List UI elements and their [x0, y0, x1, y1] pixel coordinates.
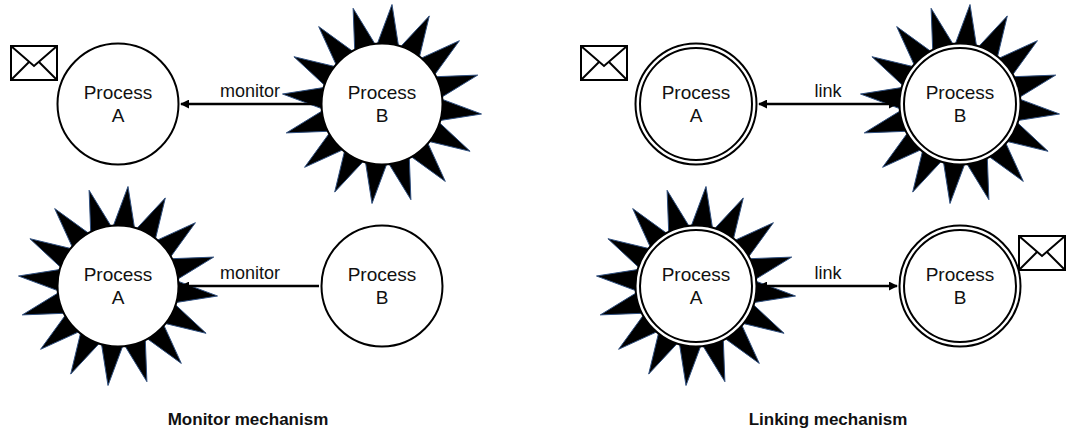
monitor-arrow [181, 103, 319, 106]
envelope-icon [1019, 236, 1065, 270]
link-arrow [759, 285, 897, 288]
process-name: Process B [920, 81, 1000, 127]
process-circle: Process B [320, 224, 444, 348]
process-circle: Process B [320, 42, 444, 166]
edge-label: link [812, 81, 843, 102]
process-circle: Process B [898, 42, 1022, 166]
circle-outline [634, 224, 758, 348]
process-name: Process B [342, 263, 422, 309]
envelope-icon [581, 46, 627, 80]
edge-label: monitor [218, 263, 282, 284]
process-name: Process A [656, 81, 736, 127]
circle-outline [320, 224, 444, 348]
process-circle: Process B [898, 224, 1022, 348]
envelope-icon [11, 46, 57, 80]
process-name: Process A [78, 81, 158, 127]
process-circle: Process A [634, 42, 758, 166]
monitor-arrow [181, 285, 319, 288]
link-arrow [759, 103, 897, 106]
process-circle: Process A [634, 224, 758, 348]
edge-label: monitor [218, 81, 282, 102]
panel-title: Monitor mechanism [168, 410, 329, 430]
process-name: Process A [78, 263, 158, 309]
circle-outline [56, 224, 180, 348]
circle-outline [320, 42, 444, 166]
edge-label: link [812, 263, 843, 284]
process-name: Process B [920, 263, 1000, 309]
process-name: Process B [342, 81, 422, 127]
process-name: Process A [656, 263, 736, 309]
circle-outline [634, 42, 758, 166]
process-circle: Process A [56, 224, 180, 348]
circle-outline [898, 224, 1022, 348]
panel-title: Linking mechanism [749, 410, 908, 430]
circle-outline [56, 42, 180, 166]
circle-outline [898, 42, 1022, 166]
process-circle: Process A [56, 42, 180, 166]
